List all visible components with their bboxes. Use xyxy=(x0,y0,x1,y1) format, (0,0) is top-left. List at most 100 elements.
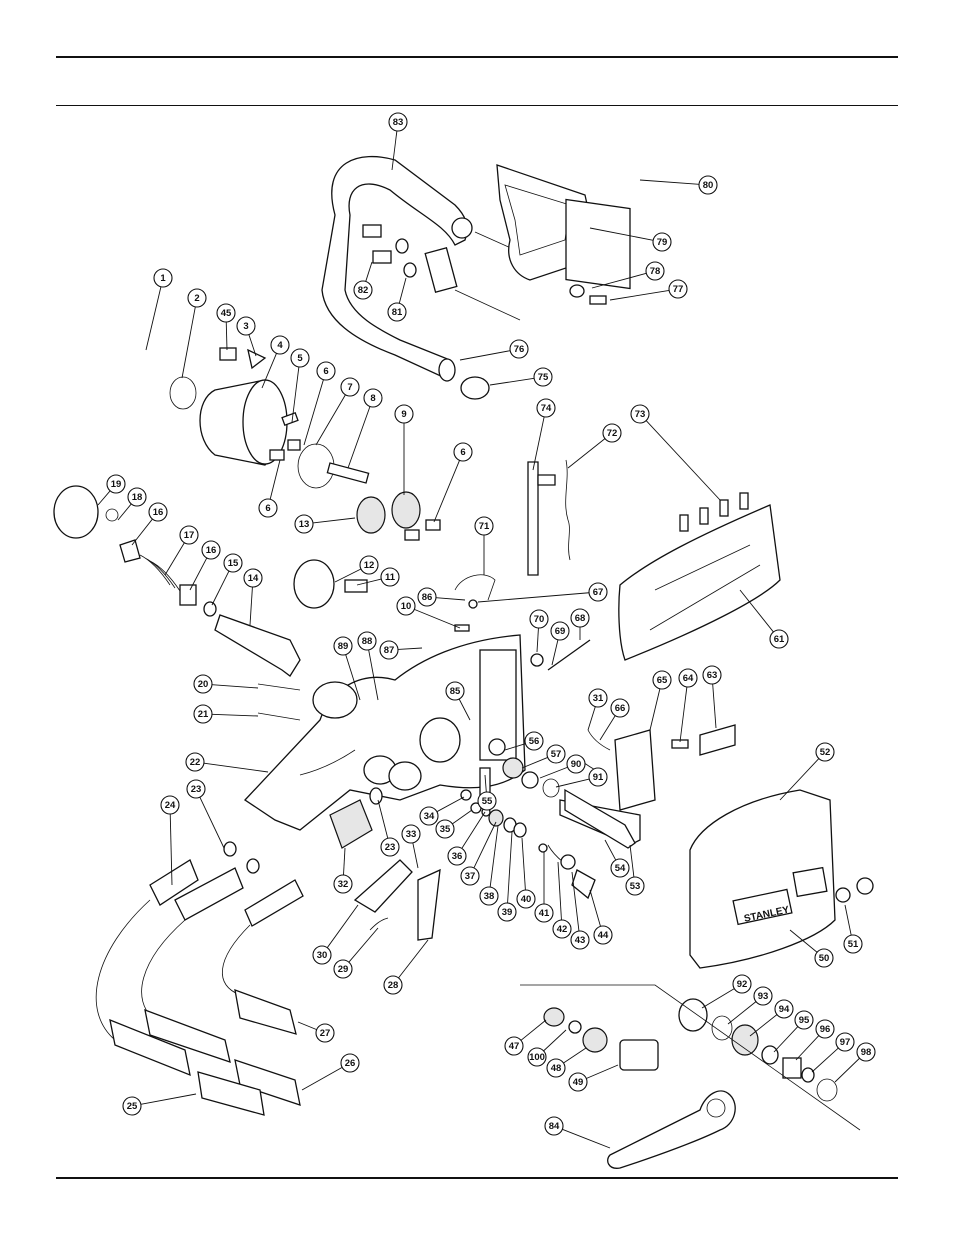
callout-number: 24 xyxy=(165,800,176,811)
callout-leader xyxy=(250,587,252,625)
wrench-84 xyxy=(608,1091,736,1168)
callout-leader xyxy=(605,840,616,860)
callout-6: 6 xyxy=(259,460,280,517)
callout-number: 5 xyxy=(297,353,303,364)
callout-leader xyxy=(680,687,687,742)
callout-number: 3 xyxy=(243,321,248,332)
callout-number: 68 xyxy=(575,613,586,624)
callout-number: 50 xyxy=(819,953,830,964)
callout-number: 30 xyxy=(317,950,328,961)
callout-number: 35 xyxy=(440,824,451,835)
callout-14: 14 xyxy=(244,569,262,625)
callout-84: 84 xyxy=(545,1117,610,1148)
callout-number: 7 xyxy=(347,382,352,393)
callout-leader xyxy=(845,905,851,935)
callout-leader xyxy=(212,685,258,688)
callout-number: 98 xyxy=(861,1047,872,1058)
callout-number: 84 xyxy=(549,1121,560,1132)
callout-number: 44 xyxy=(598,930,609,941)
callout-number: 70 xyxy=(534,614,545,625)
callout-8: 8 xyxy=(348,389,382,468)
callout-16: 16 xyxy=(190,541,220,590)
callout-32: 32 xyxy=(334,848,352,893)
callout-leader xyxy=(478,593,589,602)
callout-leader xyxy=(588,707,595,730)
callout-leader xyxy=(640,180,699,184)
callout-97: 97 xyxy=(812,1033,854,1072)
callout-66: 66 xyxy=(600,699,629,740)
callout-37: 37 xyxy=(461,822,496,885)
callout-layer: 8380797877828112453456789767574737219181… xyxy=(98,113,875,1148)
callout-70: 70 xyxy=(530,610,548,652)
callout-52: 52 xyxy=(780,743,834,800)
callout-leader xyxy=(270,460,280,499)
callout-leader xyxy=(537,628,538,652)
callout-number: 100 xyxy=(529,1052,545,1063)
callout-number: 51 xyxy=(848,939,859,950)
callout-number: 65 xyxy=(657,675,668,686)
callout-number: 8 xyxy=(370,393,375,404)
callout-number: 67 xyxy=(593,587,604,598)
callout-63: 63 xyxy=(703,666,721,728)
callout-leader xyxy=(141,1094,196,1104)
callout-number: 48 xyxy=(551,1063,562,1074)
callout-number: 91 xyxy=(593,772,604,783)
callout-leader xyxy=(586,1065,618,1078)
callout-number: 6 xyxy=(323,366,328,377)
callout-leader xyxy=(349,928,378,962)
callout-number: 85 xyxy=(450,686,461,697)
callout-leader xyxy=(540,767,568,778)
callout-42: 42 xyxy=(553,862,571,938)
grip-75 xyxy=(461,377,489,399)
callout-number: 14 xyxy=(248,573,259,584)
callout-number: 18 xyxy=(132,492,143,503)
callout-leader xyxy=(650,689,660,730)
callout-leader xyxy=(490,826,498,887)
callout-leader xyxy=(568,439,605,468)
callout-number: 88 xyxy=(362,636,373,647)
callout-leader xyxy=(646,421,720,500)
callout-leader xyxy=(462,812,485,848)
callout-leader xyxy=(508,832,512,903)
callout-number: 17 xyxy=(184,530,195,541)
callout-leader xyxy=(522,838,525,890)
callout-18: 18 xyxy=(118,488,146,520)
callout-number: 26 xyxy=(345,1058,356,1069)
callout-number: 57 xyxy=(551,749,562,760)
callout-33: 33 xyxy=(402,825,420,868)
callout-67: 67 xyxy=(478,583,607,602)
callout-75: 75 xyxy=(490,368,552,386)
callout-number: 41 xyxy=(539,908,550,919)
callout-leader xyxy=(226,322,227,350)
callout-number: 66 xyxy=(615,703,626,714)
callout-leader xyxy=(165,543,184,575)
callout-number: 69 xyxy=(555,626,566,637)
callout-44: 44 xyxy=(590,890,612,944)
callout-leader xyxy=(728,1002,756,1024)
callout-80: 80 xyxy=(640,176,717,194)
callout-leader xyxy=(378,800,388,838)
callout-number: 86 xyxy=(422,592,433,603)
callout-74: 74 xyxy=(533,399,555,470)
callout-61: 61 xyxy=(740,590,788,648)
callout-leader xyxy=(630,845,634,877)
callout-leader xyxy=(327,905,358,948)
callout-39: 39 xyxy=(498,832,516,921)
callout-leader xyxy=(298,1022,317,1030)
callout-leader xyxy=(398,648,422,649)
callout-leader xyxy=(399,278,406,303)
callout-21: 21 xyxy=(194,705,258,723)
callout-92: 92 xyxy=(702,975,751,1008)
callout-number: 97 xyxy=(840,1037,851,1048)
callout-number: 61 xyxy=(774,634,785,645)
callout-29: 29 xyxy=(334,928,378,978)
callout-65: 65 xyxy=(650,671,671,730)
callout-number: 55 xyxy=(482,796,493,807)
callout-leader xyxy=(434,460,460,522)
callout-number: 83 xyxy=(393,117,404,128)
callout-leader xyxy=(460,351,510,360)
callout-49: 49 xyxy=(569,1065,618,1091)
callout-7: 7 xyxy=(316,378,359,445)
callout-number: 31 xyxy=(593,693,604,704)
